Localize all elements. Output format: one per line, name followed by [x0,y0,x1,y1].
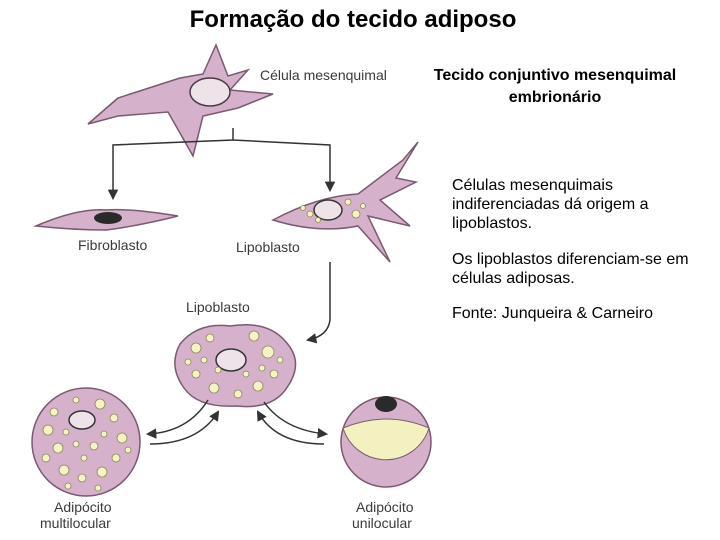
mesenchymal-cell [87,43,274,158]
arrow-to-lipoblast [305,262,331,344]
section-heading: Tecido conjuntivo mesenquimal embrionári… [410,65,700,109]
label-lipoblast-top: Lipoblasto [236,239,300,255]
arrow-to-unilocular [256,401,329,445]
lipoblast-cell-mid [174,323,297,408]
mesenchymal-nucleus [189,77,231,107]
fibroblast-nucleus [94,212,122,224]
paragraph-origin: Células mesenquimais indiferenciadas dá … [452,177,649,232]
arrow-to-multilocular [145,399,220,445]
label-fibroblast: Fibroblasto [78,237,147,253]
label-unilocular-line1: Adipócito [356,499,414,515]
page-title: Formação do tecido adiposo [189,6,517,33]
label-mesenchymal-cell: Célula mesenquimal [260,67,387,83]
lipoblast-cell-top [271,141,419,263]
multilocular-nucleus [68,410,96,430]
large-lipid-droplet [342,418,430,461]
label-unilocular-line2: unilocular [352,515,412,531]
label-multilocular-line1: Adipócito [54,499,112,515]
lipoblast-top-nucleus [313,199,343,221]
unilocular-adipocyte [340,396,432,488]
multilocular-adipocyte [31,387,141,497]
lipoblast-mid-nucleus [215,348,247,372]
branch-connector [107,128,336,201]
source-citation: Fonte: Junqueira & Carneiro [452,305,653,322]
paragraph-differentiation: Os lipoblastos diferenciam-se em células… [452,251,689,287]
label-lipoblast-mid: Lipoblasto [186,299,250,315]
heading-line-2: embrionário [508,89,602,106]
adipose-formation-diagram: Célula mesenquimal Fibroblasto Lipoblast… [31,43,432,531]
heading-line-1: Tecido conjuntivo mesenquimal [433,67,677,84]
unilocular-nucleus [375,396,397,412]
label-multilocular-line2: multilocular [40,515,111,531]
fibroblast-cell [33,208,179,231]
